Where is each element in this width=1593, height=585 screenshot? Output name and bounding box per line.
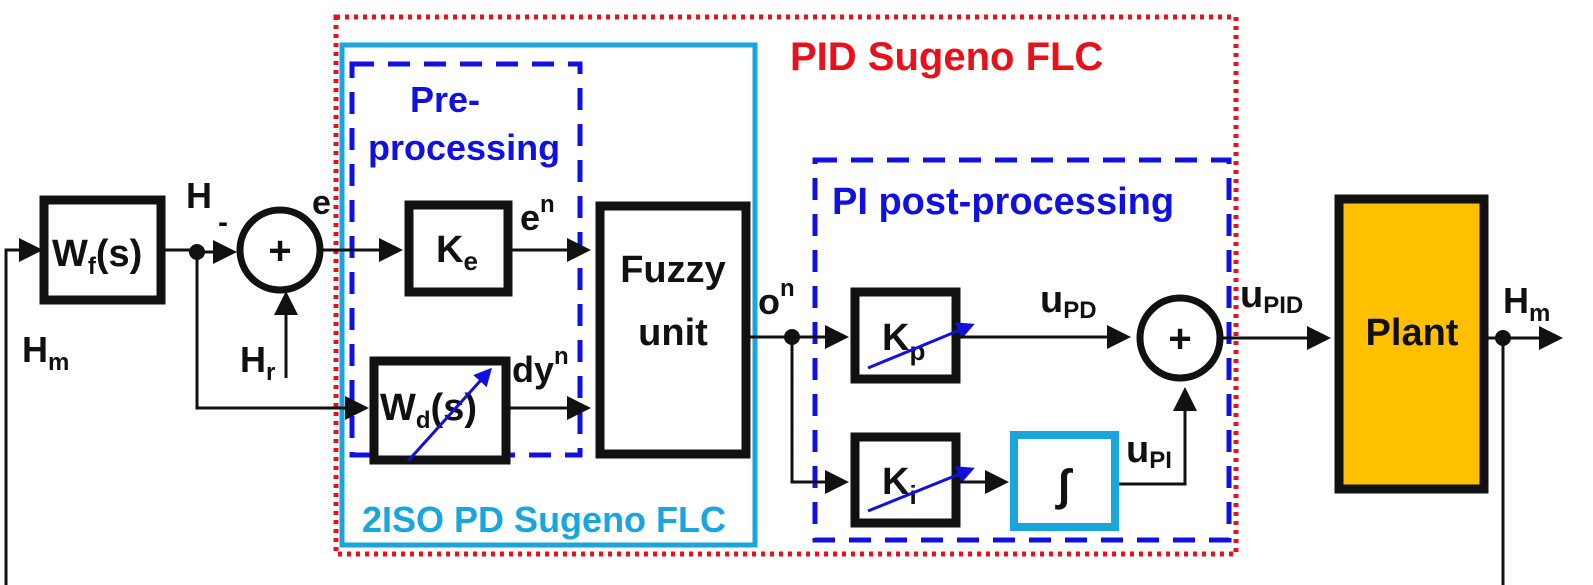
ke-block	[404, 200, 513, 297]
branch-node-hm	[1495, 330, 1511, 346]
dyn-label: dyn	[512, 343, 569, 390]
plant-label: Plant	[1366, 312, 1459, 354]
fuzzy-unit-label-1: Fuzzy	[620, 249, 726, 291]
minus-sign: -	[218, 206, 228, 239]
pi-post-processing-label: PI post-processing	[832, 181, 1174, 223]
plant-block	[1334, 194, 1489, 494]
sum-1-plus: +	[268, 229, 291, 273]
ki-tuning-arrow	[867, 466, 975, 513]
pd-sugeno-flc-frame	[339, 42, 758, 548]
on-label: on	[758, 275, 795, 322]
fuzzy-unit-block	[595, 201, 751, 459]
integrator-symbol: ∫	[1055, 461, 1074, 510]
integrator-block	[1010, 431, 1119, 531]
pre-processing-label-1: Pre-	[410, 79, 480, 120]
upid-label: uPID	[1240, 274, 1303, 319]
hm-right-label: Hm	[1503, 280, 1550, 327]
upd-label: uPD	[1040, 279, 1097, 324]
feedback-wire	[4, 250, 1505, 585]
ke-label: Ke	[436, 229, 478, 276]
h-label: H	[186, 175, 212, 216]
fuzzy-unit-label-2: unit	[638, 312, 708, 354]
pre-processing-label-2: processing	[368, 127, 560, 168]
kp-tuning-arrow	[867, 322, 975, 370]
en-label: en	[520, 191, 555, 238]
hr-label: Hr	[240, 339, 275, 386]
wd-tuning-arrow	[406, 367, 493, 463]
pd-sugeno-flc-label: 2ISO PD Sugeno FLC	[362, 499, 726, 540]
upi-label: uPI	[1126, 429, 1172, 474]
pid-sugeno-flc-frame	[333, 14, 1239, 557]
wf-block	[39, 195, 166, 305]
e-label: e	[312, 184, 331, 222]
h-to-wd-wire	[195, 252, 369, 420]
upi-wire	[1119, 387, 1197, 486]
hm-left-label: Hm	[22, 329, 69, 376]
pid-sugeno-flc-title: PID Sugeno FLC	[790, 35, 1103, 79]
on-to-ki-wire	[790, 337, 849, 494]
sum-2-plus: +	[1168, 317, 1191, 361]
wf-label: Wf(s)	[52, 233, 142, 280]
